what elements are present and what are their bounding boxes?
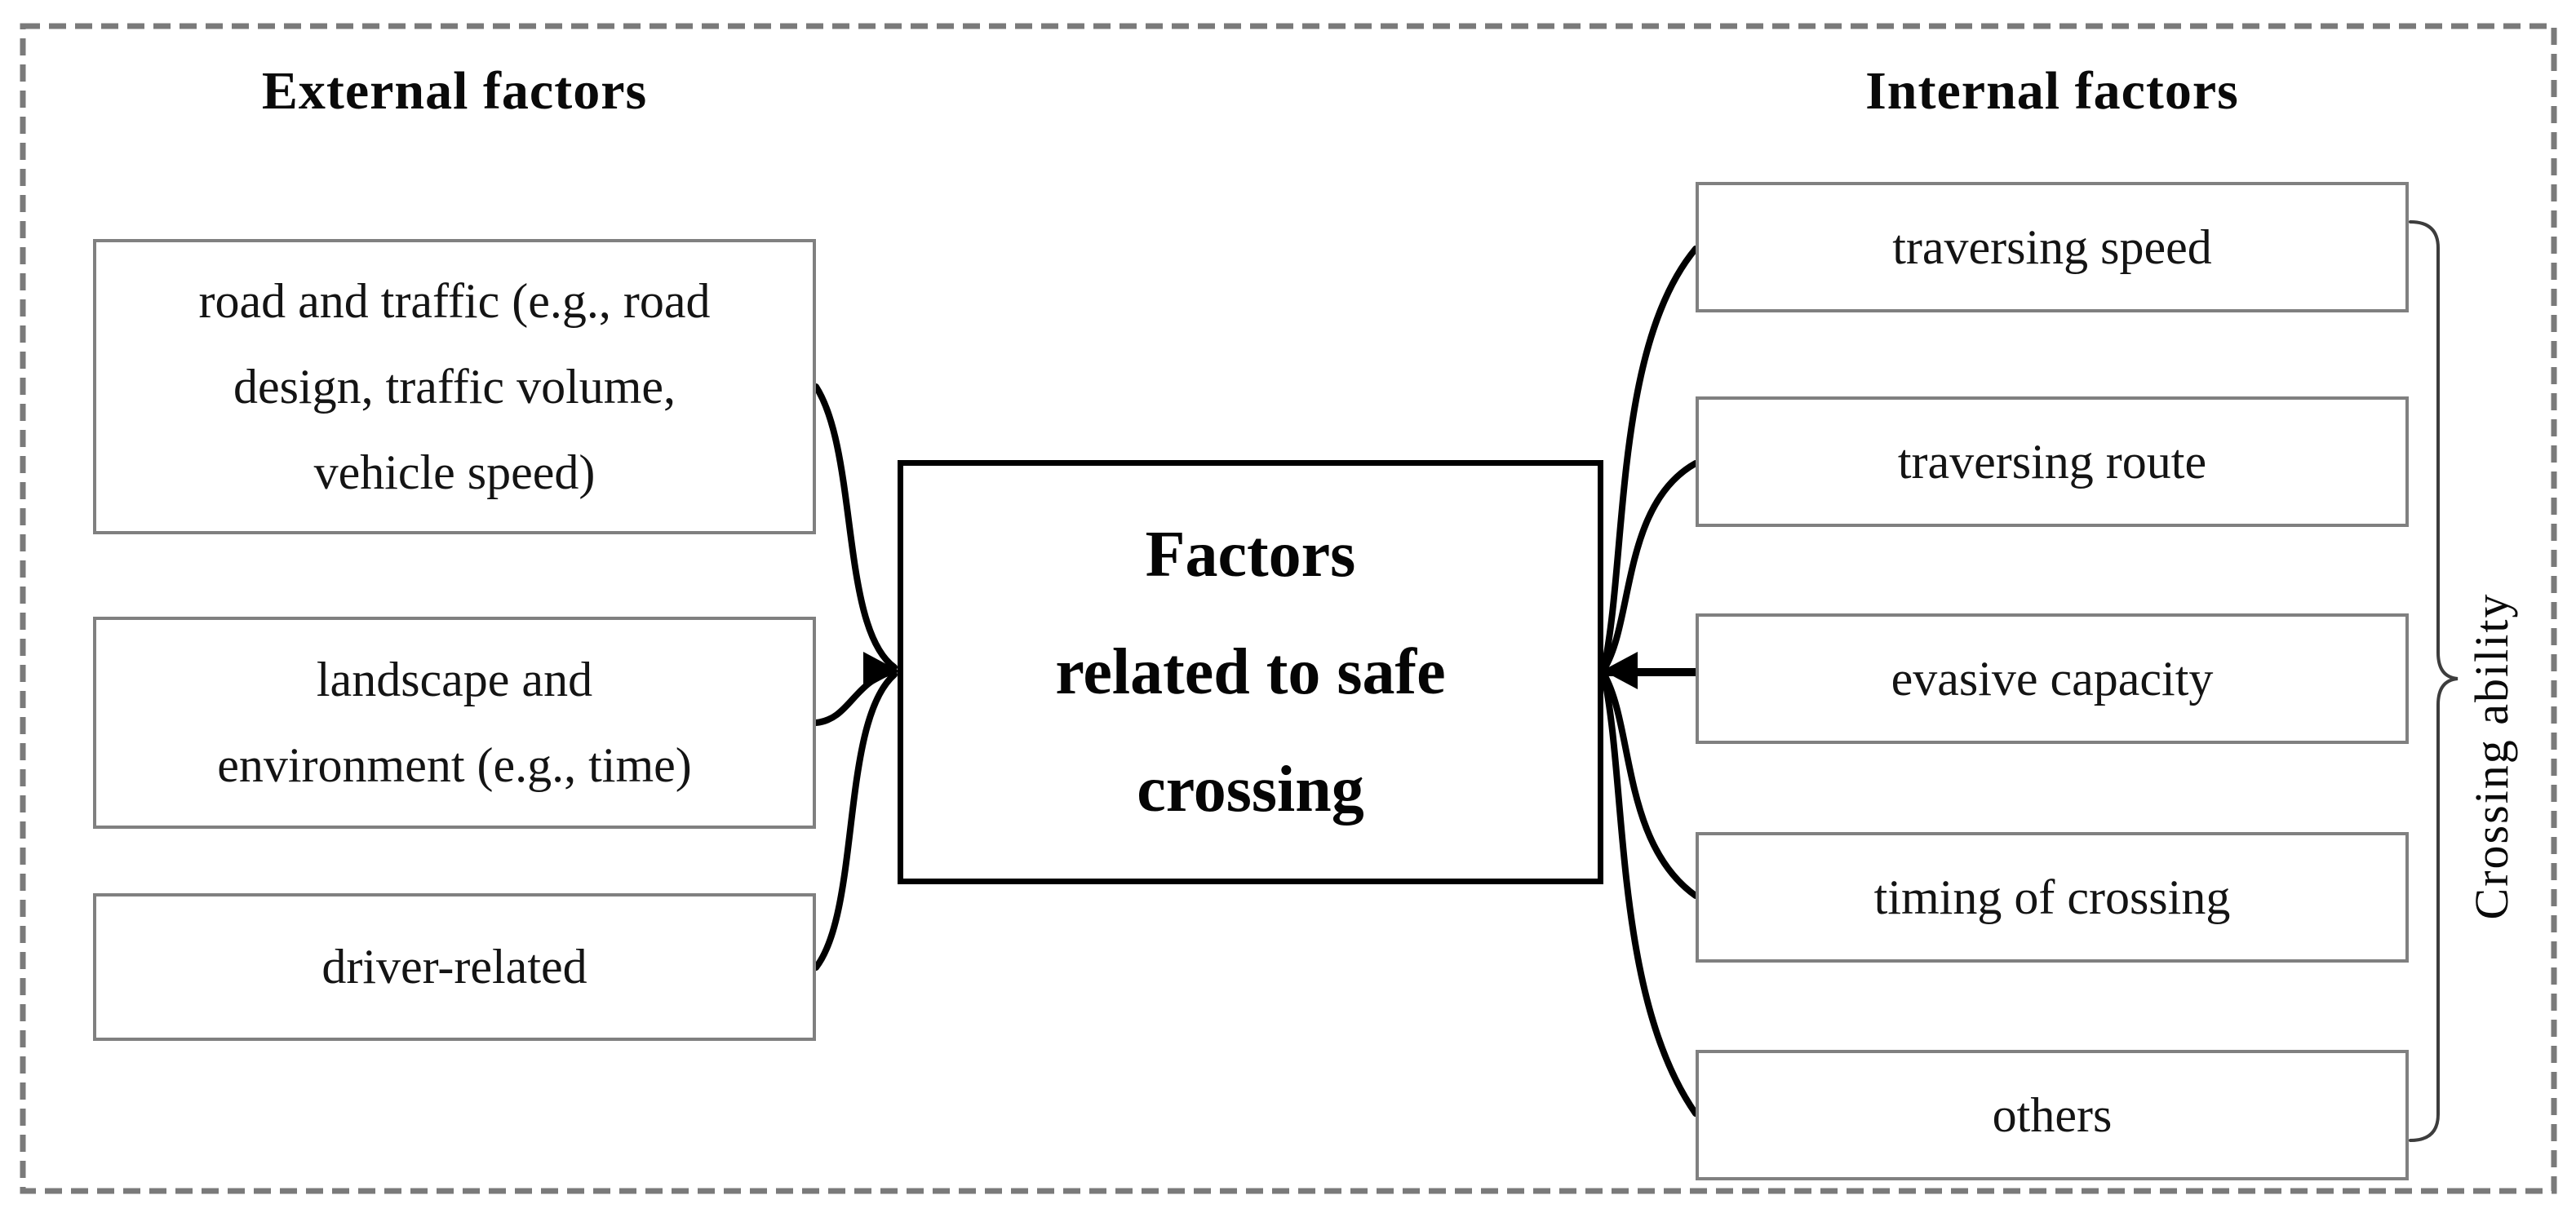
curve-center-to-others <box>1601 674 1699 1117</box>
dashed-frame <box>20 23 2557 1194</box>
internal-box-evasive-capacity: evasive capacity <box>1696 613 2409 744</box>
right-arrowhead-icon <box>1603 652 1638 689</box>
internal-box-others: others <box>1696 1050 2409 1180</box>
internal-box-timing-of-crossing: timing of crossing <box>1696 832 2409 963</box>
curve-center-to-timing <box>1601 671 1699 899</box>
external-factors-heading: External factors <box>261 61 648 121</box>
crossing-ability-bracket <box>2409 220 2459 1142</box>
curve-road-to-center <box>813 383 898 671</box>
curve-center-to-speed <box>1601 246 1699 670</box>
internal-factors-heading: Internal factors <box>1865 61 2239 121</box>
curve-center-to-route <box>1601 460 1699 672</box>
crossing-ability-label: Crossing ability <box>2465 592 2518 920</box>
left-arrowhead-icon <box>863 652 898 689</box>
external-box-landscape-environment: landscape and environment (e.g., time) <box>93 617 816 829</box>
internal-box-traversing-speed: traversing speed <box>1696 182 2409 312</box>
external-box-driver-related: driver-related <box>93 893 816 1041</box>
internal-connector-curves <box>1600 246 1700 1117</box>
curve-landscape-to-center <box>813 668 898 726</box>
center-box-factors-related-to-safe-crossing: Factors related to safe crossing <box>898 460 1603 884</box>
curve-driver-to-center <box>813 671 898 971</box>
internal-box-traversing-route: traversing route <box>1696 396 2409 527</box>
external-box-road-and-traffic: road and traffic (e.g., road design, tra… <box>93 239 816 534</box>
